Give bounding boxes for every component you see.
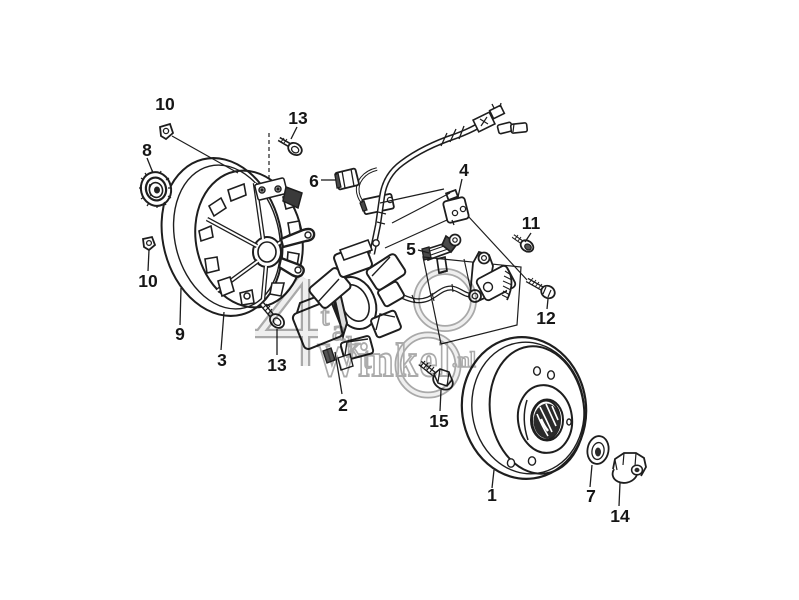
svg-text:14: 14 [610, 506, 630, 526]
svg-text:2: 2 [338, 395, 348, 415]
svg-text:11: 11 [522, 213, 541, 233]
svg-text:13: 13 [267, 355, 287, 375]
svg-text:7: 7 [586, 486, 596, 506]
svg-text:t: t [321, 299, 330, 332]
svg-text:.nl: .nl [452, 347, 476, 372]
svg-text:3: 3 [217, 350, 227, 370]
svg-text:13: 13 [288, 108, 308, 128]
svg-text:a: a [332, 314, 345, 347]
svg-text:12: 12 [536, 308, 556, 328]
svg-text:Winkel: Winkel [317, 334, 452, 387]
svg-text:4: 4 [459, 160, 469, 180]
svg-text:8: 8 [142, 140, 152, 160]
svg-text:15: 15 [429, 411, 449, 431]
svg-text:k: k [346, 331, 361, 364]
svg-text:10: 10 [138, 271, 158, 291]
svg-text:9: 9 [175, 324, 185, 344]
svg-text:1: 1 [487, 485, 497, 505]
svg-text:5: 5 [406, 239, 416, 259]
svg-text:t: t [363, 342, 372, 375]
svg-text:6: 6 [309, 171, 319, 191]
svg-text:10: 10 [155, 94, 175, 114]
